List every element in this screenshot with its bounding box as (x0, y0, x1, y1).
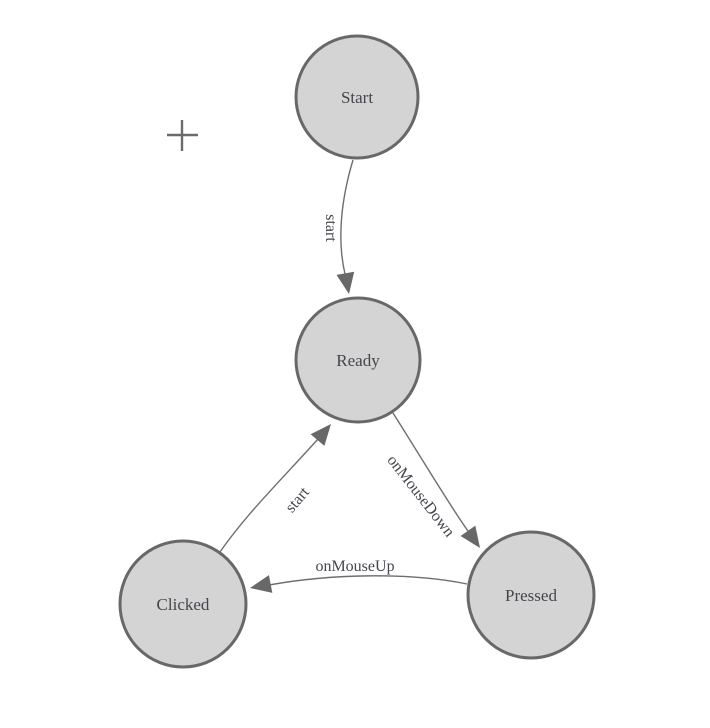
node-start-label: Start (341, 88, 373, 107)
node-ready[interactable]: Ready (294, 296, 422, 424)
edge-label-start-bottom: start (282, 484, 313, 516)
crosshair-cursor-icon (167, 120, 198, 151)
edge-clicked-to-ready-path[interactable] (219, 438, 319, 553)
node-clicked-circle[interactable] (118, 539, 248, 669)
node-pressed[interactable]: Pressed (466, 530, 596, 660)
node-pressed-label: Pressed (505, 586, 557, 605)
node-ready-label: Ready (336, 351, 380, 370)
node-pressed-circle[interactable] (466, 530, 596, 660)
arrowhead-icon (460, 525, 480, 548)
edge-clicked-to-ready[interactable]: start (219, 418, 338, 553)
arrowhead-icon (336, 271, 355, 294)
arrowhead-icon (310, 424, 331, 446)
edge-ready-to-pressed-path[interactable] (392, 412, 469, 532)
edge-pressed-to-clicked[interactable]: onMouseUp (248, 558, 468, 597)
edge-start-to-ready[interactable]: start (322, 159, 358, 296)
edge-pressed-to-clicked-path[interactable] (268, 575, 468, 586)
edge-start-to-ready-path[interactable] (340, 159, 354, 275)
node-start[interactable]: Start (294, 34, 420, 160)
node-clicked-label: Clicked (157, 595, 210, 614)
node-start-circle[interactable] (294, 34, 420, 160)
edge-ready-to-pressed[interactable]: onMouseDown (383, 412, 487, 553)
arrowhead-icon (250, 575, 273, 593)
edge-label-onmousedown: onMouseDown (383, 452, 457, 540)
edge-label-start-top: start (322, 214, 339, 242)
node-ready-circle[interactable] (294, 296, 422, 424)
node-clicked[interactable]: Clicked (118, 539, 248, 669)
edge-label-onmouseup: onMouseUp (315, 558, 394, 575)
